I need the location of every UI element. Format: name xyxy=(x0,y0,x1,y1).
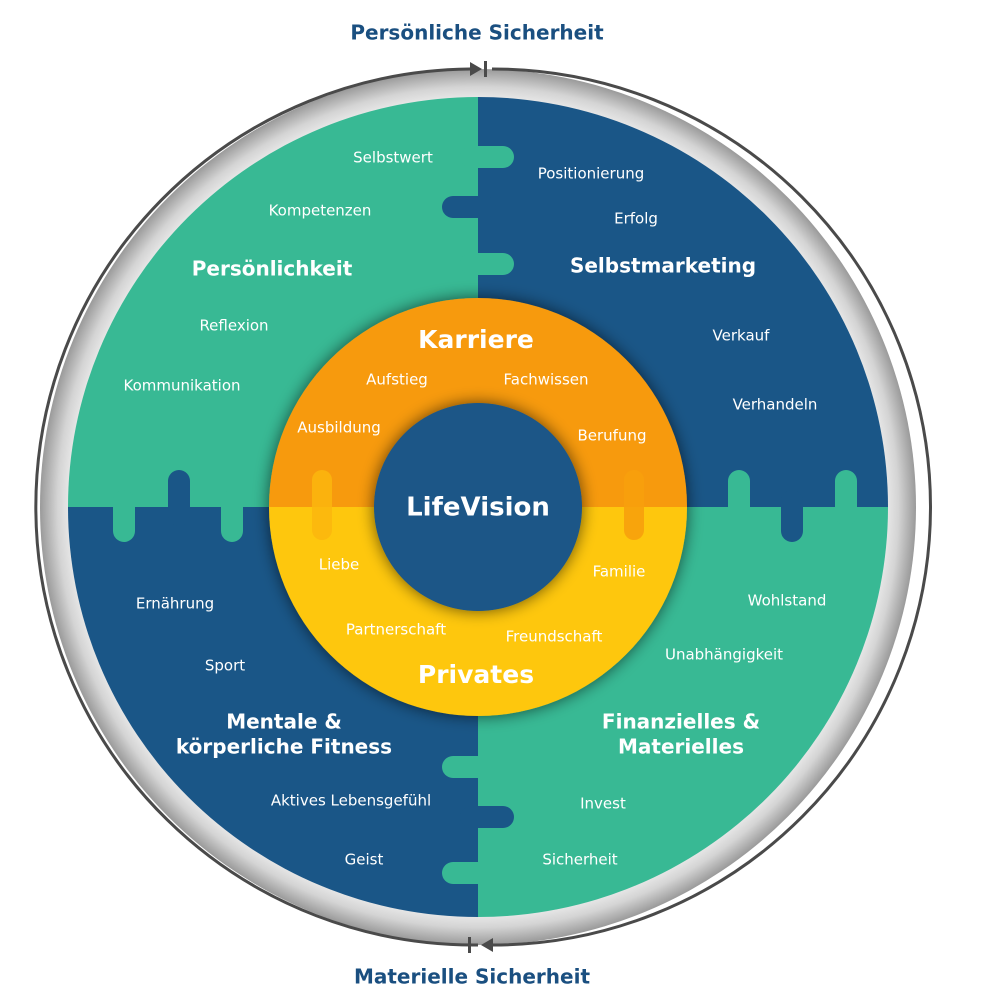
quadrant-item: Erfolg xyxy=(614,210,658,228)
quadrant-item: Ernährung xyxy=(136,595,214,613)
ring-item: Ausbildung xyxy=(297,419,381,437)
ring-tab-left xyxy=(312,470,332,540)
puzzle-tab xyxy=(442,862,496,884)
puzzle-tab xyxy=(728,470,750,526)
career-private-ring xyxy=(269,298,687,716)
quadrant-title-top-left: Persönlichkeit xyxy=(192,257,353,281)
quadrant-item: Kommunikation xyxy=(123,377,240,395)
quadrant-item: Invest xyxy=(580,795,626,813)
ring-tab-right xyxy=(624,470,644,540)
quadrant-title-bottom-right: Materielles xyxy=(618,735,744,759)
quadrant-title-bottom-right: Finanzielles & xyxy=(602,710,760,734)
puzzle-tab xyxy=(460,806,514,828)
ring-item: Freundschaft xyxy=(506,628,603,646)
quadrant-item: Sicherheit xyxy=(542,851,617,869)
arrow-head-top-icon xyxy=(470,62,482,76)
ring-item: Partnerschaft xyxy=(346,621,446,639)
top-outer-label: Persönliche Sicherheit xyxy=(350,21,604,45)
quadrant-item: Reflexion xyxy=(199,317,268,335)
quadrant-item: Wohlstand xyxy=(748,592,827,610)
ring-item: Berufung xyxy=(577,427,646,445)
puzzle-tab xyxy=(442,196,496,218)
quadrant-title-bottom-left: körperliche Fitness xyxy=(176,735,392,759)
quadrant-item: Verhandeln xyxy=(733,396,818,414)
quadrant-item: Kompetenzen xyxy=(269,202,372,220)
cycle-arrow-ring xyxy=(34,67,932,947)
quadrant-title-bottom-left: Mentale & xyxy=(226,710,342,734)
quadrant-title-top-right: Selbstmarketing xyxy=(570,254,756,278)
quadrant-item: Aktives Lebensgefühl xyxy=(271,792,431,810)
arrow-tick-top xyxy=(484,61,487,77)
center-title: LifeVision xyxy=(406,493,550,523)
bottom-outer-label: Materielle Sicherheit xyxy=(354,965,590,989)
ring-item: Liebe xyxy=(319,556,360,574)
puzzle-tab xyxy=(460,253,514,275)
ring-item: Familie xyxy=(593,563,646,581)
quadrant-item: Sport xyxy=(205,657,245,675)
ring-item: Aufstieg xyxy=(366,371,428,389)
arrow-tick-bottom xyxy=(468,937,471,953)
puzzle-tab xyxy=(460,146,514,168)
quadrant-item: Unabhängigkeit xyxy=(665,646,783,664)
quadrant-item: Verkauf xyxy=(713,327,771,345)
ring-top-title: Karriere xyxy=(418,325,534,354)
puzzle-tab xyxy=(442,756,496,778)
puzzle-tab xyxy=(168,470,190,526)
ring-bottom-privates xyxy=(269,507,687,716)
puzzle-tab xyxy=(113,490,135,542)
quadrant-item: Selbstwert xyxy=(353,149,433,167)
arrow-head-bottom-icon xyxy=(481,938,493,952)
ring-item: Fachwissen xyxy=(504,371,589,389)
quadrant-item: Positionierung xyxy=(538,165,645,183)
puzzle-tab xyxy=(835,470,857,526)
quadrant-item: Geist xyxy=(345,851,384,869)
puzzle-tab xyxy=(781,490,803,542)
puzzle-tab xyxy=(221,490,243,542)
ring-top-karriere xyxy=(269,298,687,507)
ring-bottom-title: Privates xyxy=(418,660,534,689)
center-circle xyxy=(374,403,582,611)
